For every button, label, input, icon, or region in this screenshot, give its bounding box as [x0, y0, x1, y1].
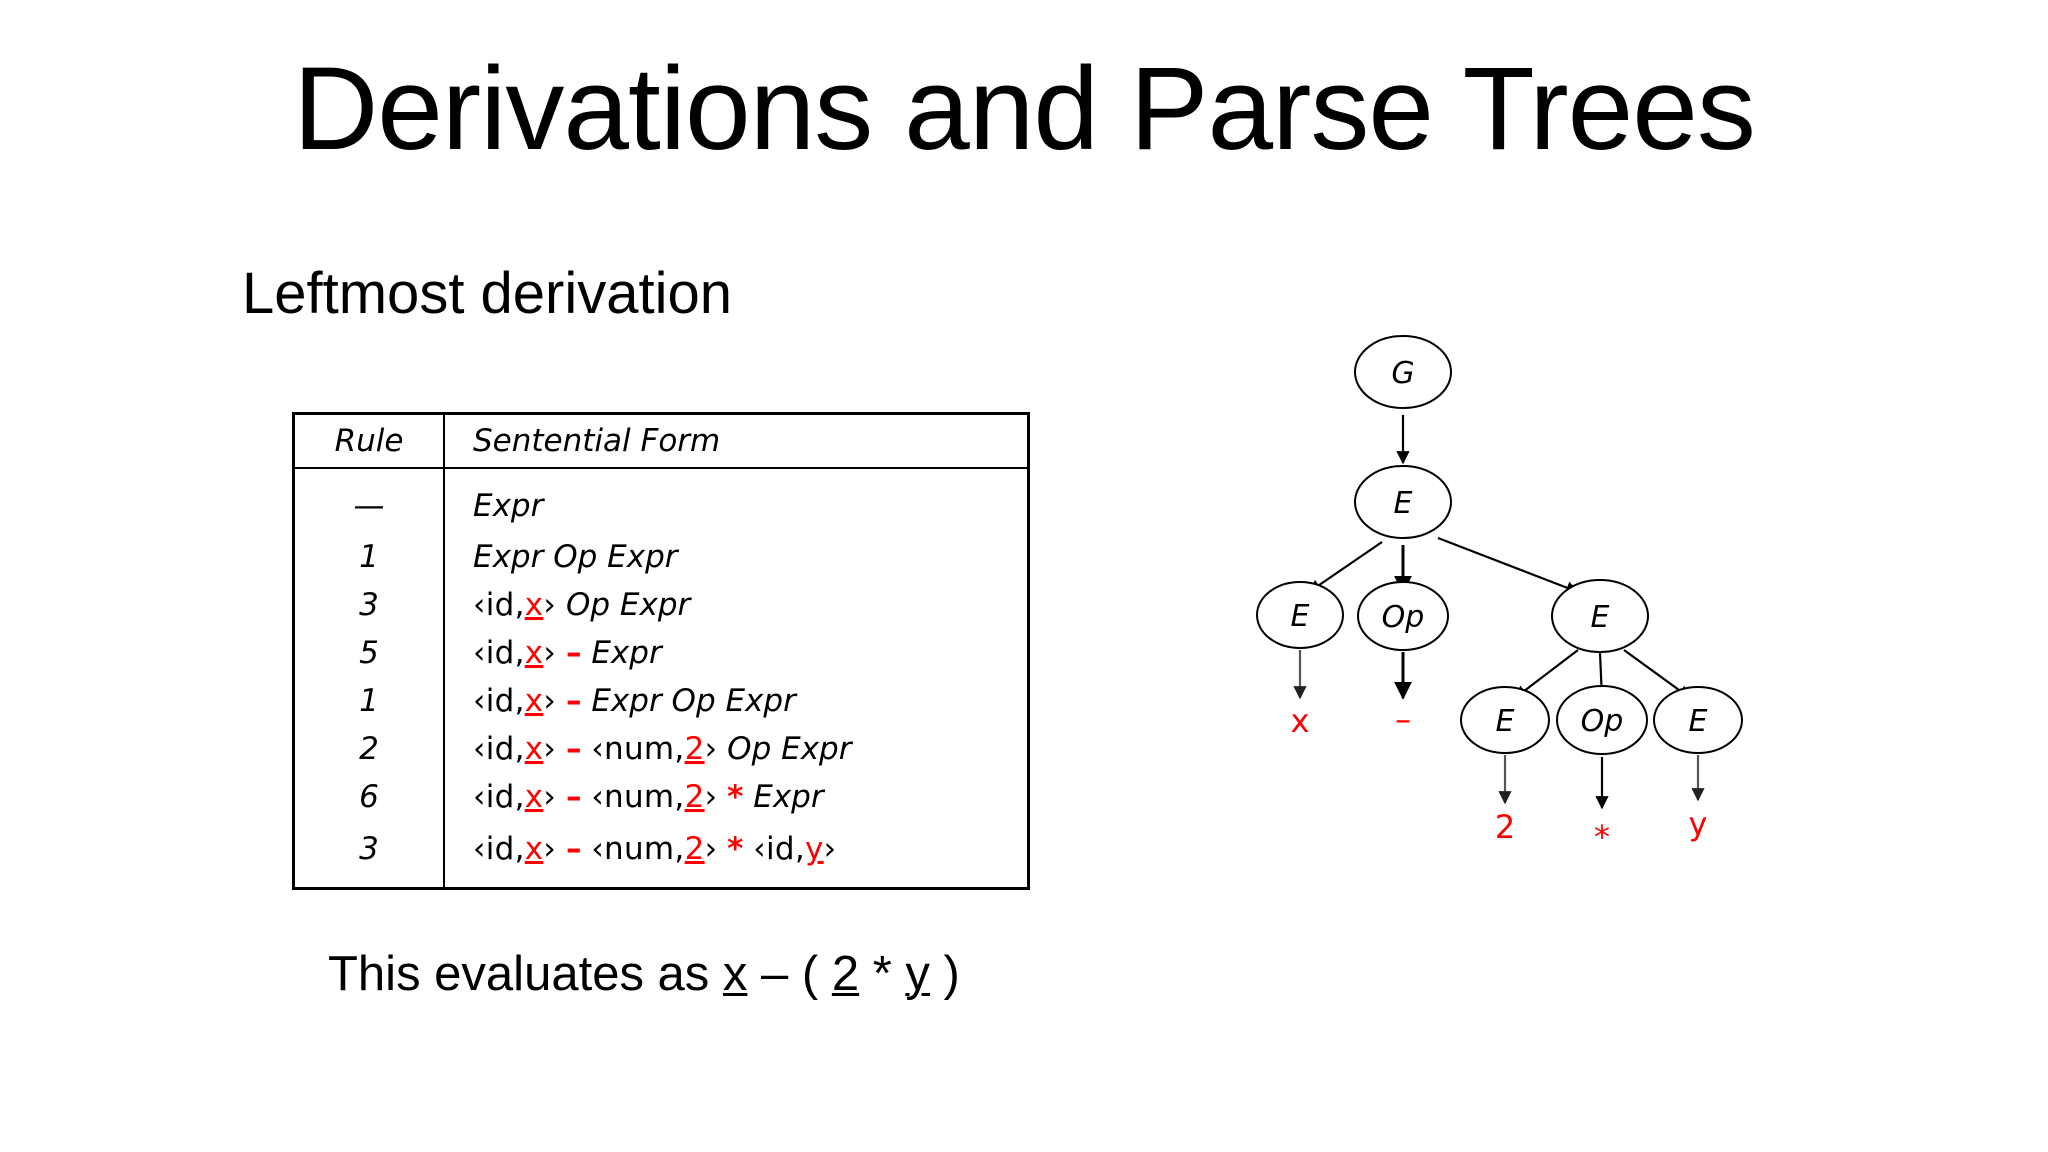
cell-sentential-form: Expr: [473, 488, 544, 524]
cell-rule: 1: [293, 533, 445, 581]
table-row: 2 ‹id,x› – ‹num,2› Op Expr: [293, 725, 1029, 773]
cell-sentential-form: ‹id,x› Op Expr: [473, 587, 691, 623]
table-row: 1 Expr Op Expr: [293, 533, 1029, 581]
table-row: 3 ‹id,x› Op Expr: [293, 581, 1029, 629]
cell-sentential-form: ‹id,x› – ‹num,2› * Expr: [473, 779, 824, 815]
table-row: 3 ‹id,x› – ‹num,2› * ‹id,y›: [293, 821, 1029, 889]
cell-rule: 1: [293, 677, 445, 725]
caption-prefix: This evaluates as: [328, 947, 723, 1001]
node-e-rl: [1460, 686, 1550, 754]
leaf-label-y: y: [1689, 805, 1708, 843]
derivation-table: Rule Sentential Form — Expr 1 Expr Op Ex…: [292, 412, 1030, 890]
node-label-e-left: E: [1291, 599, 1310, 634]
table-row: 1 ‹id,x› – Expr Op Expr: [293, 677, 1029, 725]
node-e-left: [1256, 581, 1344, 649]
leaf-label-2: 2: [1495, 808, 1515, 846]
table-row: — Expr: [293, 468, 1029, 533]
page-title: Derivations and Parse Trees: [293, 43, 1756, 175]
cell-rule: 6: [293, 773, 445, 821]
node-op-r: [1556, 685, 1648, 755]
cell-sentential-form: ‹id,x› – Expr: [473, 635, 662, 671]
node-label-op-r: Op: [1581, 704, 1624, 739]
caption-star: *: [859, 947, 906, 1001]
evaluation-caption: This evaluates as x – ( 2 * y ): [328, 947, 960, 1002]
cell-rule: 3: [293, 581, 445, 629]
leaf-label-star: *: [1594, 818, 1610, 856]
node-e-rr: [1653, 686, 1743, 754]
tree-node-labels: G E E Op E E Op E: [1291, 356, 1708, 739]
tree-nodes: [1256, 335, 1743, 755]
cell-sentential-form: ‹id,x› – ‹num,2› Op Expr: [473, 731, 852, 767]
leaf-label-minus: –: [1395, 700, 1411, 738]
caption-minus: – (: [747, 947, 832, 1001]
column-header-sentential-form: Sentential Form: [444, 413, 1029, 469]
caption-var-x: x: [722, 947, 748, 1001]
caption-num-2: 2: [831, 947, 860, 1001]
cell-rule: 3: [293, 821, 445, 889]
cell-rule: 2: [293, 725, 445, 773]
node-label-op-left: Op: [1382, 600, 1425, 635]
node-label-e-right: E: [1591, 600, 1610, 635]
leaf-label-x: x: [1291, 702, 1310, 740]
edge-e-top-to-e-left: [1307, 541, 1383, 593]
tree-edges: [1293, 415, 1705, 810]
cell-sentential-form: ‹id,x› – ‹num,2› * ‹id,y›: [473, 831, 837, 867]
section-subtitle: Leftmost derivation: [242, 261, 733, 326]
caption-suffix: ): [929, 947, 960, 1001]
caption-var-y: y: [905, 947, 930, 1001]
cell-rule: 5: [293, 629, 445, 677]
node-e-top: [1354, 465, 1452, 539]
derivation-table-element: Rule Sentential Form — Expr 1 Expr Op Ex…: [292, 412, 1030, 890]
node-label-e-rl: E: [1496, 704, 1515, 739]
tree-leaf-labels: x – 2 * y: [1291, 700, 1708, 856]
parse-tree-diagram: G E E Op E E Op E x – 2 * y: [1150, 320, 2000, 1020]
table-header-row: Rule Sentential Form: [293, 413, 1029, 469]
node-e-right: [1551, 579, 1649, 653]
table-head: Rule Sentential Form: [293, 413, 1029, 469]
cell-rule: —: [293, 468, 445, 533]
node-label-e-rr: E: [1689, 704, 1708, 739]
table-row: 6 ‹id,x› – ‹num,2› * Expr: [293, 773, 1029, 821]
node-label-e-top: E: [1394, 486, 1413, 521]
cell-sentential-form: ‹id,x› – Expr Op Expr: [473, 683, 796, 719]
node-op-left: [1357, 581, 1449, 651]
table-row: 5 ‹id,x› – Expr: [293, 629, 1029, 677]
table-body: — Expr 1 Expr Op Expr 3 ‹id,x› Op Expr 5…: [293, 468, 1029, 889]
column-header-rule: Rule: [293, 413, 445, 469]
node-root: [1354, 335, 1452, 409]
edge-e-top-to-e-right: [1437, 536, 1580, 594]
cell-sentential-form: Expr Op Expr: [473, 539, 678, 575]
node-label-root: G: [1391, 356, 1414, 391]
